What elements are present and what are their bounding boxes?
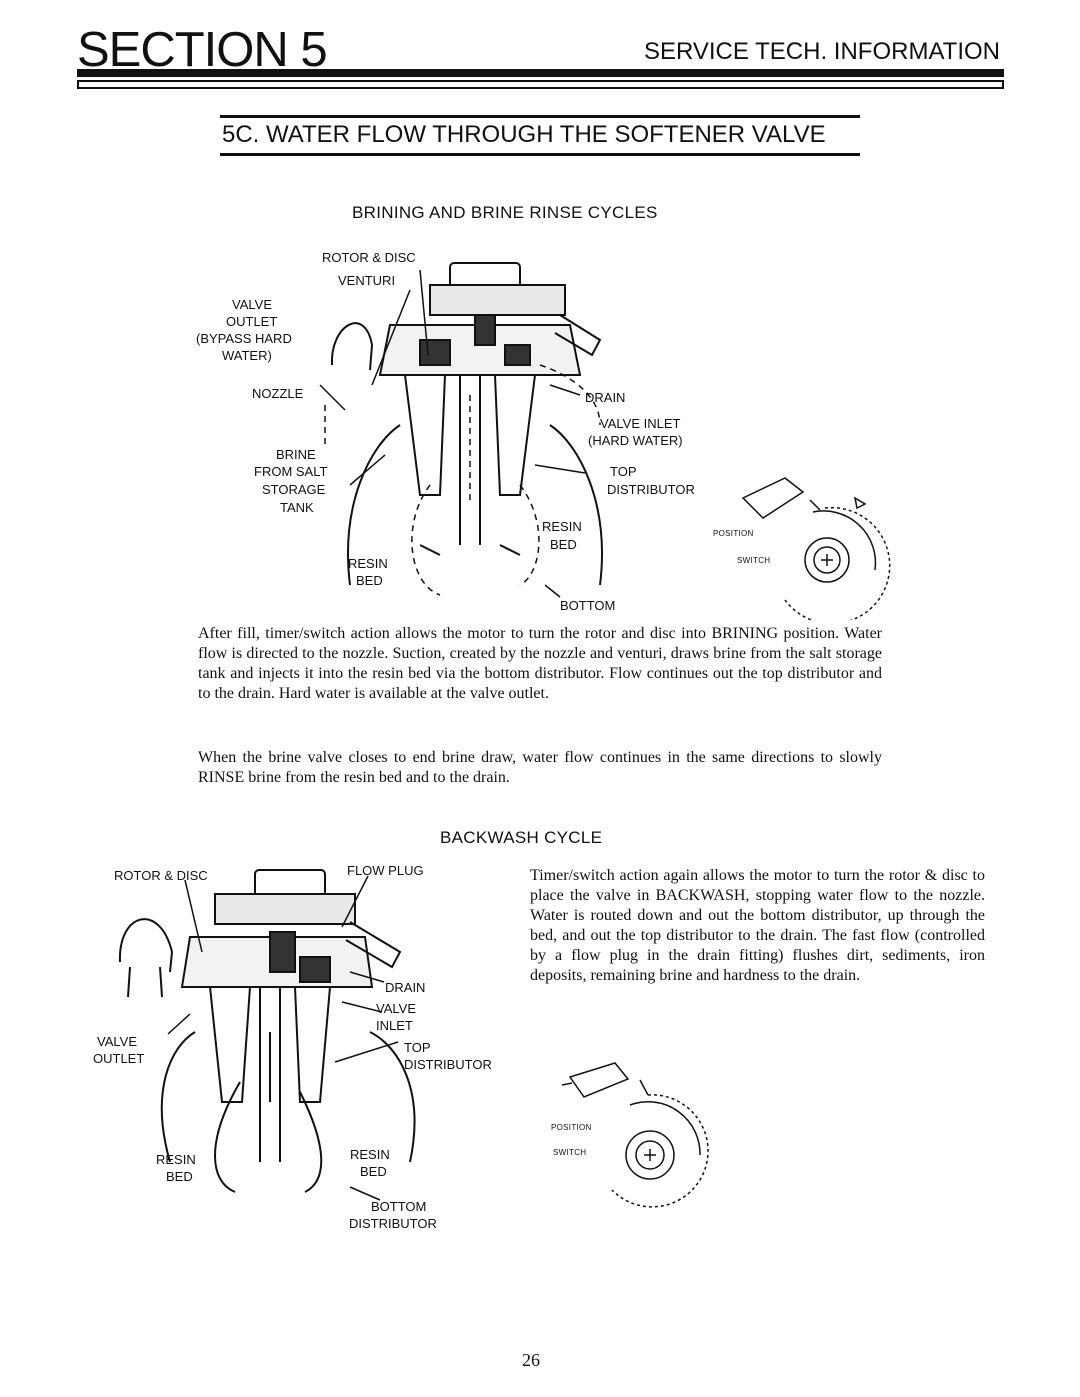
brining-label-valve-inlet-1: VALVE INLET: [600, 416, 681, 431]
brining-label-bottom: BOTTOM: [560, 598, 616, 613]
brining-label-brine-3: STORAGE: [262, 482, 326, 497]
backwash-label-rotor-disc: ROTOR & DISC: [114, 868, 208, 883]
backwash-label-valve-inlet-1: VALVE: [376, 1001, 416, 1016]
brining-label-brine-4: TANK: [280, 500, 314, 515]
brining-label-brine-1: BRINE: [276, 447, 316, 462]
brining-label-drain: DRAIN: [585, 390, 626, 405]
brining-label-top-distributor-1: TOP: [610, 464, 637, 479]
backwash-label-bottom-distributor-2: DISTRIBUTOR: [349, 1216, 437, 1231]
brining-switch-label-switch: SWITCH: [737, 556, 771, 565]
section-heading: SECTION 5: [77, 23, 328, 77]
brining-label-valve-outlet-1: VALVE: [232, 297, 272, 312]
brining-label-venturi: VENTURI: [338, 273, 396, 288]
header-rule-thin: [77, 80, 1004, 82]
brining-valve-diagram: [319, 262, 603, 598]
brining-label-resin-left-1: RESIN: [348, 556, 388, 571]
brining-label-top-distributor-2: DISTRIBUTOR: [607, 482, 695, 497]
backwash-label-valve-outlet-2: OUTLET: [93, 1051, 145, 1066]
backwash-label-flow-plug: FLOW PLUG: [347, 863, 424, 878]
backwash-switch-label-position: POSITION: [551, 1123, 592, 1132]
backwash-label-valve-outlet-1: VALVE: [97, 1034, 137, 1049]
brining-label-brine-2: FROM SALT: [254, 464, 328, 479]
header-rule-cap: [1002, 80, 1004, 89]
brining-position-switch-diagram: [741, 477, 891, 620]
brining-switch-label-position: POSITION: [713, 529, 754, 538]
brining-label-rotor-disc: ROTOR & DISC: [322, 250, 416, 265]
backwash-label-top-distributor-1: TOP: [404, 1040, 431, 1055]
brining-label-resin-right-2: BED: [550, 537, 577, 552]
backwash-label-valve-inlet-2: INLET: [376, 1018, 413, 1033]
backwash-position-switch-diagram: [561, 1062, 709, 1208]
backwash-label-drain: DRAIN: [385, 980, 426, 995]
section-subtitle: SERVICE TECH. INFORMATION: [643, 38, 1000, 65]
header-rule-cap: [77, 80, 79, 89]
backwash-valve-diagram: [118, 869, 416, 1201]
brining-label-valve-inlet-2: (HARD WATER): [588, 433, 683, 448]
brining-label-valve-outlet-3: (BYPASS HARD: [196, 331, 292, 346]
brining-label-resin-left-2: BED: [356, 573, 383, 588]
brining-paragraph-2: When the brine valve closes to end brine…: [198, 749, 882, 786]
backwash-label-resin-right-1: RESIN: [350, 1147, 390, 1162]
brining-label-valve-outlet-2: OUTLET: [226, 314, 278, 329]
backwash-paragraph: Timer/switch action again allows the mot…: [530, 867, 985, 984]
brining-label-nozzle: NOZZLE: [252, 386, 304, 401]
backwash-label-bottom-distributor-1: BOTTOM: [371, 1199, 427, 1214]
brining-label-valve-outlet-4: WATER): [222, 348, 272, 363]
backwash-label-resin-right-2: BED: [360, 1164, 387, 1179]
page-title: 5C. WATER FLOW THROUGH THE SOFTENER VALV…: [222, 121, 826, 148]
header-rule-thick: [77, 69, 1004, 77]
backwash-switch-label-switch: SWITCH: [553, 1148, 587, 1157]
page-number: 26: [522, 1350, 540, 1370]
backwash-label-resin-left-2: BED: [166, 1169, 193, 1184]
title-rule-top: [220, 115, 860, 118]
title-rule-bottom: [220, 153, 860, 156]
backwash-heading: BACKWASH CYCLE: [440, 828, 603, 847]
brining-heading: BRINING AND BRINE RINSE CYCLES: [352, 203, 658, 222]
backwash-label-top-distributor-2: DISTRIBUTOR: [404, 1057, 492, 1072]
backwash-label-resin-left-1: RESIN: [156, 1152, 196, 1167]
brining-label-resin-right-1: RESIN: [542, 519, 582, 534]
header-rule-thin: [77, 87, 1004, 89]
brining-paragraph-1: After fill, timer/switch action allows t…: [198, 625, 882, 702]
